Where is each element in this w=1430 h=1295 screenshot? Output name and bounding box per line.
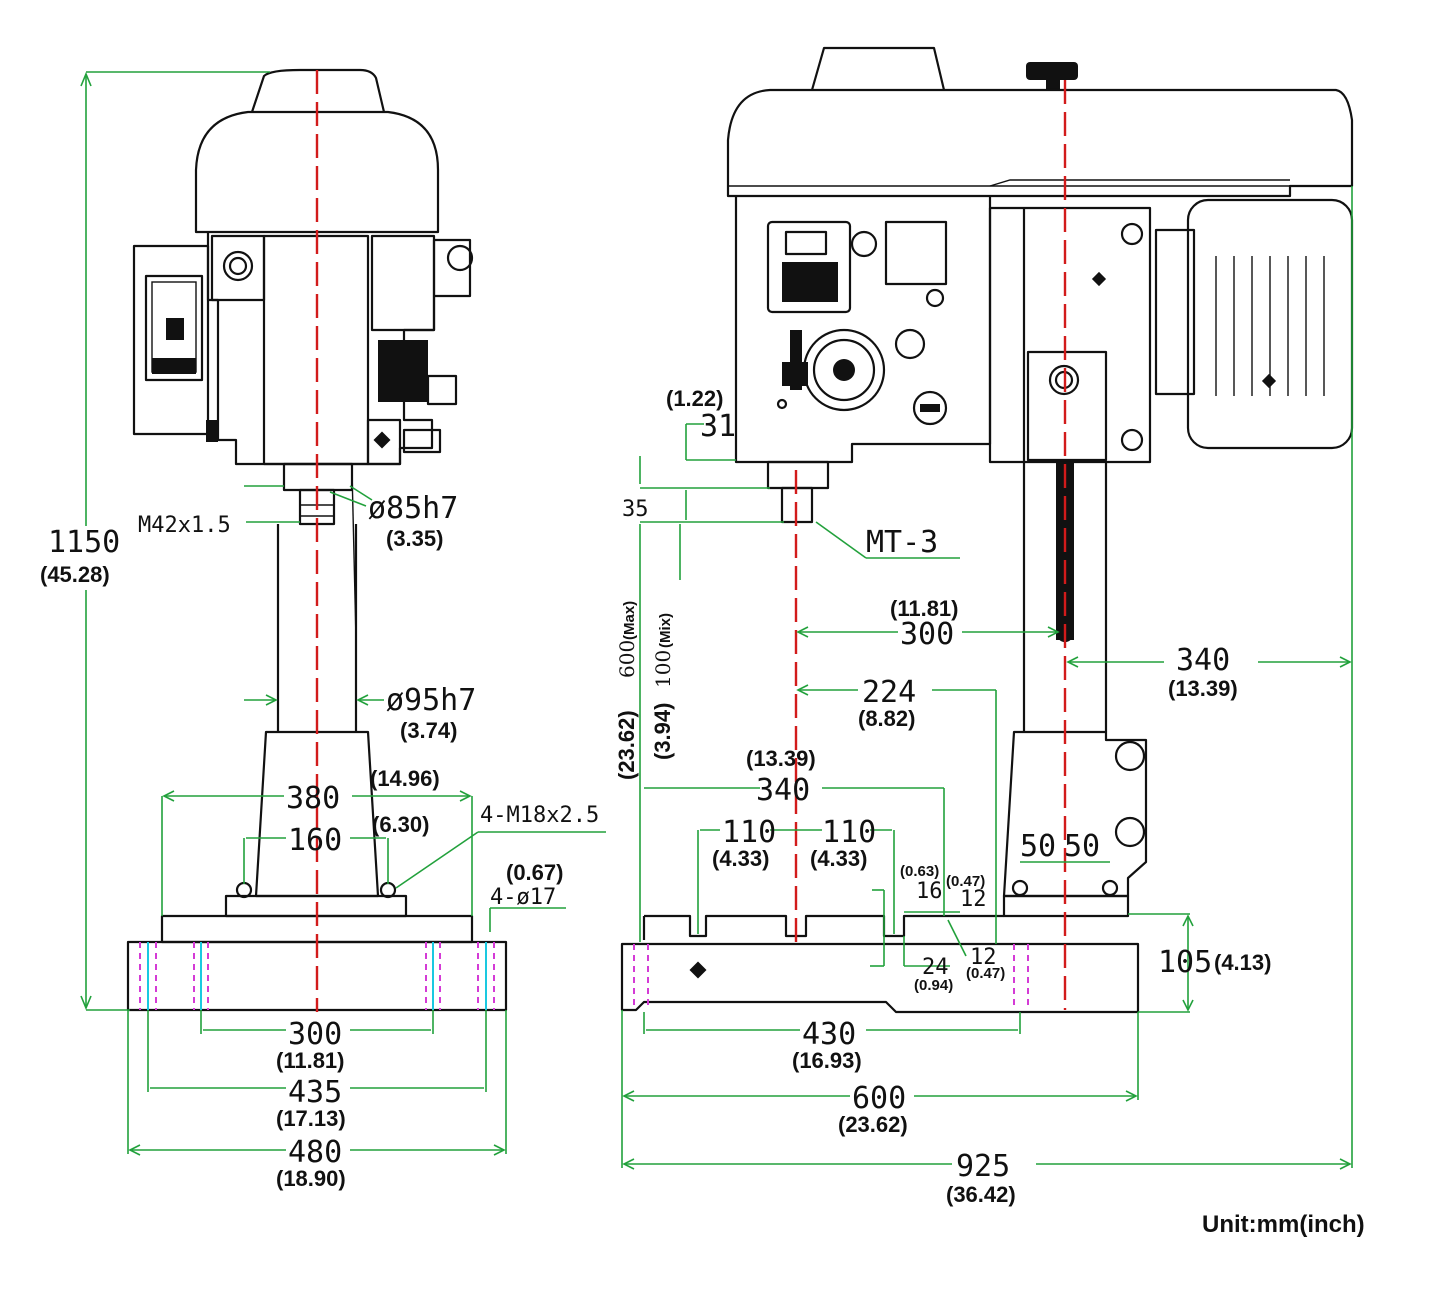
base-depth-inch-label: (23.62)	[838, 1112, 908, 1137]
slot-pitch-b-inch-label: (4.33)	[810, 846, 867, 871]
side-view-labels: (1.22) 31 35 MT-3 (23.62) 600 (Max) (3.9…	[614, 386, 1271, 1207]
bolt-a-label: 50	[1020, 829, 1056, 864]
base-top-width-label: 380	[286, 781, 340, 816]
stroke-min-tag: (Mix)	[657, 613, 674, 648]
base-width-inch-label: (18.90)	[276, 1166, 346, 1191]
bolt-b-label: 50	[1064, 829, 1100, 864]
stroke-max-group: (23.62) 600 (Max)	[614, 601, 639, 780]
slot-base-label: 24	[922, 955, 949, 980]
reach-label: 300	[900, 617, 954, 652]
head-offset-inch-label: (1.22)	[666, 386, 723, 411]
slot-neck2-inch-label: (0.47)	[966, 965, 1005, 982]
unit-note: Unit:mm(inch)	[1202, 1211, 1365, 1238]
front-view-base-holes	[139, 942, 495, 1010]
hole-span-inner-inch-label: (11.81)	[276, 1048, 345, 1073]
base-height-inch-label: (4.13)	[1214, 950, 1271, 975]
spindle-dia-inch-label: (3.35)	[386, 526, 443, 551]
stroke-max-label: 600	[615, 640, 639, 678]
taper-label: MT-3	[866, 525, 938, 560]
head-offset-label: 31	[700, 409, 736, 444]
front-view-machine	[126, 68, 508, 1012]
stroke-min-inch-label: (3.94)	[650, 703, 675, 760]
thread-label: M42x1.5	[138, 513, 231, 538]
column-offset-inch-label: (8.82)	[858, 706, 915, 731]
slot-neck-inch-label: (0.47)	[946, 873, 985, 890]
slot-neck-label: 12	[960, 887, 987, 912]
base-height-label: 105	[1158, 945, 1212, 980]
front-height-inch-label: (45.28)	[40, 562, 110, 587]
base-width-label: 480	[288, 1135, 342, 1170]
slot-width-label: 16	[916, 879, 943, 904]
front-view-dimension-lines	[80, 71, 606, 1156]
column-dia-inch-label: (3.74)	[400, 718, 457, 743]
slot-base-inch-label: (0.94)	[914, 977, 953, 994]
hole-span-outer-inch-label: (17.13)	[276, 1106, 346, 1131]
front-height-label: 1150	[48, 525, 120, 560]
slot-pitch-b-label: 110	[822, 815, 876, 850]
stroke-min-label: 100	[651, 650, 675, 688]
hole-span-outer-label: 435	[288, 1075, 342, 1110]
stroke-min-group: (3.94) 100 (Mix)	[650, 613, 675, 760]
slot-pitch-a-inch-label: (4.33)	[712, 846, 769, 871]
hole-dia-inch-label: (0.67)	[506, 860, 563, 885]
overall-depth-label: 925	[956, 1149, 1010, 1184]
slot-width-inch-label: (0.63)	[900, 863, 939, 880]
hole-span-inch-label: (16.93)	[792, 1048, 862, 1073]
hole-span-label: 430	[802, 1017, 856, 1052]
base-top-width-inch-label: (14.96)	[370, 766, 440, 791]
bolt-span-label: 160	[288, 823, 342, 858]
side-view-dimension-lines	[621, 186, 1353, 1170]
overall-depth-inch-label: (36.42)	[946, 1182, 1016, 1207]
spindle-dia-label: ø85h7	[368, 491, 458, 526]
reach-inch-label: (11.81)	[890, 596, 959, 621]
hole-dia-label: 4-ø17	[490, 885, 556, 910]
base-depth-label: 600	[852, 1081, 906, 1116]
stroke-max-tag: (Max)	[621, 601, 638, 640]
column-dia-label: ø95h7	[386, 683, 476, 718]
motor-depth-label: 340	[1176, 643, 1230, 678]
bolt-thread-label: 4-M18x2.5	[480, 803, 599, 828]
front-view-labels: 1150 (45.28) M42x1.5 ø85h7 (3.35) ø95h7 …	[40, 491, 599, 1191]
stroke-max-inch-label: (23.62)	[614, 710, 639, 780]
table-span-inch-label: (13.39)	[746, 746, 816, 771]
table-span-label: 340	[756, 773, 810, 808]
slot-neck2-label: 12	[970, 945, 997, 970]
column-offset-label: 224	[862, 675, 916, 710]
motor-depth-inch-label: (13.39)	[1168, 676, 1238, 701]
bolt-span-inch-label: (6.30)	[372, 812, 429, 837]
side-view-base-holes	[633, 944, 1029, 1010]
hole-span-inner-label: 300	[288, 1017, 342, 1052]
spindle-len-label: 35	[622, 497, 649, 522]
slot-pitch-a-label: 110	[722, 815, 776, 850]
